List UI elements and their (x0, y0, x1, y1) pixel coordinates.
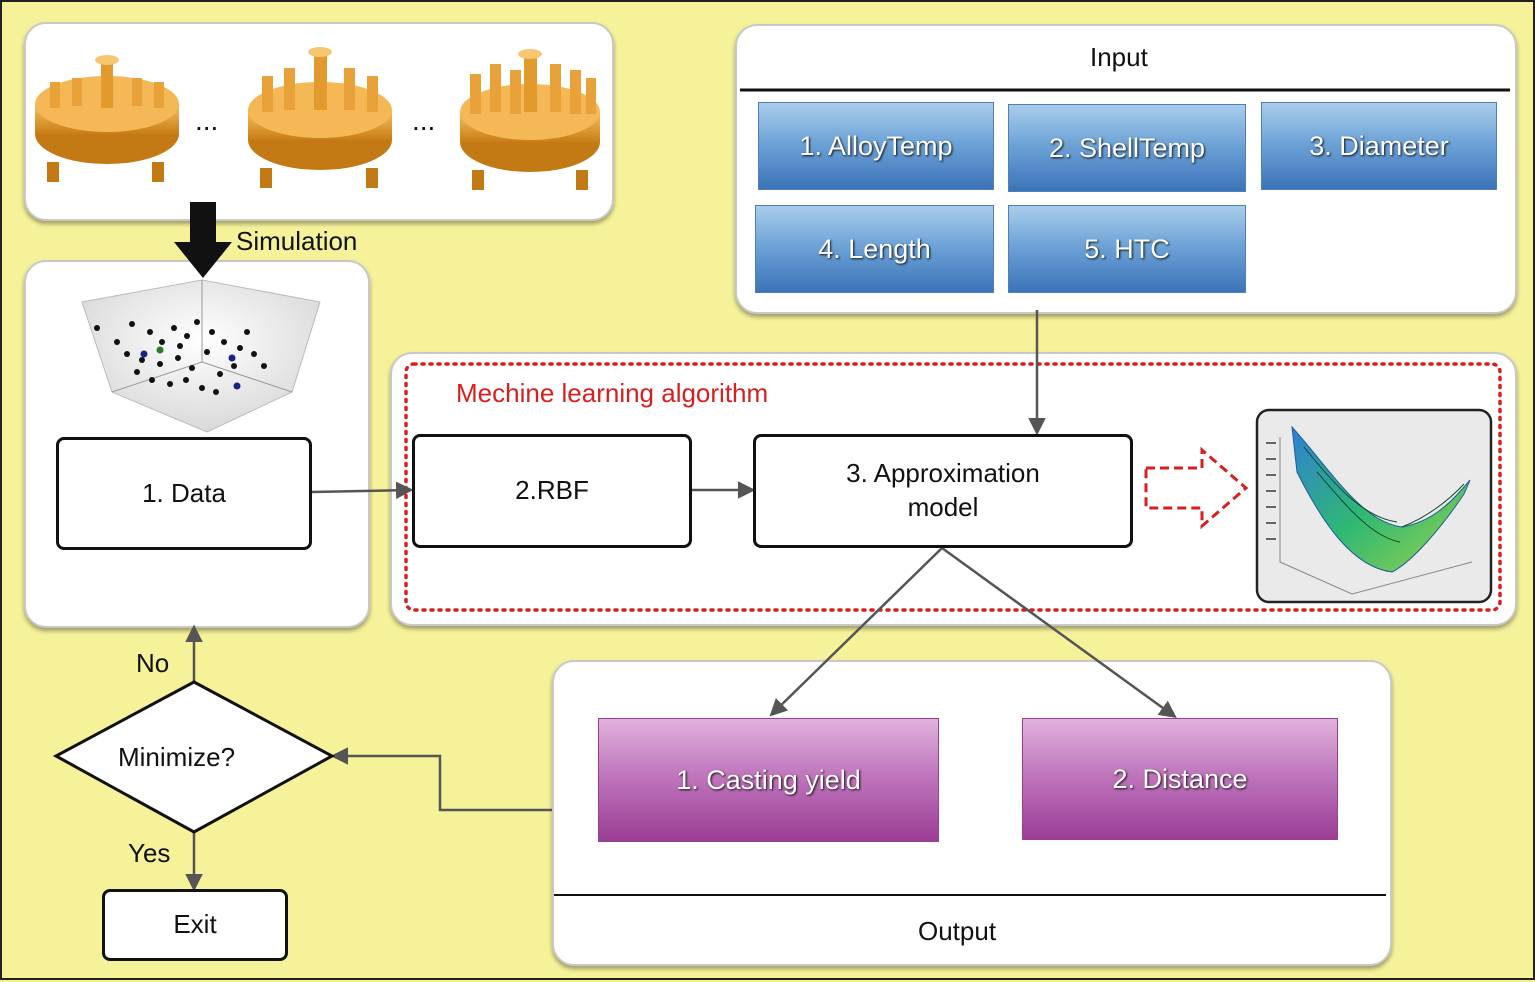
arrow-model-to-casting-yield (769, 547, 943, 717)
data-box-label: 1. Data (142, 477, 226, 508)
decision-diamond (52, 680, 336, 834)
input-title: Input (1090, 42, 1148, 72)
data-box: 1. Data (56, 437, 312, 550)
simulation-arrow (174, 202, 232, 278)
simulation-label: Simulation (236, 226, 358, 256)
casting-part-2 (248, 47, 392, 188)
output-casting-yield: 1. Casting yield (598, 718, 939, 842)
no-label: No (136, 648, 170, 678)
ellipsis-2: ... (412, 105, 435, 136)
rbf-box-label: 2.RBF (515, 475, 589, 506)
input-param-length: 4. Length (755, 205, 994, 293)
rbf-box: 2.RBF (412, 434, 692, 548)
approximation-model-box: 3. Approximation model (753, 434, 1133, 548)
yes-label: Yes (128, 838, 171, 868)
red-dashed-arrow (1144, 446, 1249, 530)
ellipsis-1: ... (195, 105, 218, 136)
response-surface-plot (1255, 408, 1493, 604)
arrow-output-to-minimize (330, 747, 552, 812)
ml-algorithm-title: Mechine learning algorithm (456, 378, 769, 408)
output-title: Output (918, 916, 997, 946)
input-param-shell-temp: 2. ShellTemp (1008, 104, 1246, 192)
exit-box-label: Exit (173, 909, 217, 940)
casting-part-3 (460, 49, 600, 190)
scatter-plot-3d (81, 279, 321, 433)
output-distance: 2. Distance (1022, 718, 1338, 840)
input-param-alloy-temp: 1. AlloyTemp (758, 102, 994, 190)
approximation-model-label-line1: 3. Approximation (846, 458, 1040, 489)
casting-part-1 (35, 55, 179, 182)
arrow-data-to-rbf (311, 481, 414, 500)
exit-box: Exit (102, 889, 288, 961)
input-param-htc: 5. HTC (1008, 205, 1246, 293)
input-param-diameter: 3. Diameter (1261, 102, 1497, 190)
minimize-label: Minimize? (118, 742, 236, 772)
approximation-model-label-line2: model (907, 492, 979, 522)
arrow-model-to-distance (941, 546, 1177, 719)
